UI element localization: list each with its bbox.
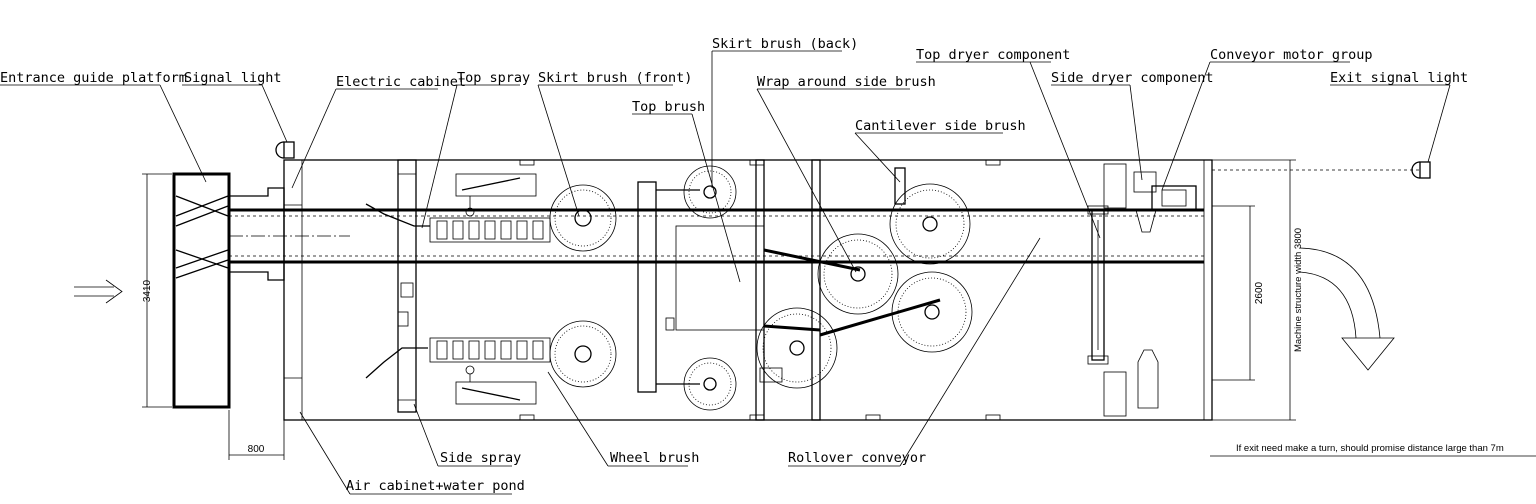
side-spray-bracket-upper <box>455 173 537 217</box>
dimension-800 <box>228 410 285 460</box>
skirt-brush-front-upper <box>549 184 617 252</box>
machine-frame <box>283 159 1213 421</box>
air-cabinet <box>283 159 303 421</box>
exit-turn-arrow <box>1299 247 1395 371</box>
label-electric-cabinet: Electric cabinet <box>336 74 466 90</box>
side-dryer-upper <box>1103 163 1157 233</box>
dimension-2600 <box>1212 205 1255 381</box>
label-top-dryer-component: Top dryer component <box>916 47 1070 63</box>
label-skirt-brush-back: Skirt brush (back) <box>712 36 858 52</box>
entrance-ramp <box>229 187 285 281</box>
entrance-guide-platform <box>172 172 231 409</box>
cantilever-side-brush-lower <box>891 271 973 353</box>
label-conveyor-motor-group: Conveyor motor group <box>1210 47 1373 63</box>
dimension-3410 <box>142 173 172 408</box>
label-cantilever-side-brush: Cantilever side brush <box>855 118 1026 134</box>
label-air-cabinet-water-pond: Air cabinet+water pond <box>346 478 525 494</box>
skirt-brush-front-lower <box>549 320 617 388</box>
dimension-2600-label: 2600 <box>1254 281 1265 304</box>
label-wrap-around-side-brush: Wrap around side brush <box>757 74 936 90</box>
label-top-spray: Top spray <box>457 70 530 86</box>
spray-pipes <box>365 203 430 379</box>
top-spray-rollers-lower <box>429 337 551 363</box>
wrap-around-gantry <box>755 159 941 421</box>
label-signal-light: Signal light <box>184 70 282 86</box>
label-rollover-conveyor: Rollover conveyor <box>788 450 926 466</box>
wrap-around-side-brush-upper <box>817 233 899 315</box>
label-skirt-brush-front: Skirt brush (front) <box>538 70 692 86</box>
exit-signal-light <box>1212 161 1431 179</box>
top-spray-rollers-upper <box>429 217 551 243</box>
skirt-brush-back-lower <box>683 357 737 411</box>
label-top-brush: Top brush <box>632 99 705 115</box>
cantilever-side-brush-upper <box>889 167 971 265</box>
leader-lines <box>0 50 1451 495</box>
signal-light <box>275 141 295 159</box>
entry-direction-arrow <box>74 279 123 304</box>
label-entrance-guide-platform: Entrance guide platform <box>0 70 187 86</box>
spray-arch <box>397 159 417 413</box>
dimension-3800 <box>1212 159 1296 421</box>
wrap-around-side-brush-lower <box>756 307 838 389</box>
skirt-brush-back-upper <box>683 165 737 219</box>
exit-turn-note: If exit need make a turn, should promise… <box>1236 443 1504 454</box>
dimension-800-label: 800 <box>248 444 265 455</box>
conveyor-track <box>229 208 1204 264</box>
side-dryer-lower <box>1103 349 1159 417</box>
conveyor-motor-group <box>1151 185 1197 211</box>
dimension-3410-label: 3410 <box>142 279 153 302</box>
label-side-spray: Side spray <box>440 450 521 466</box>
top-brush <box>637 181 765 393</box>
label-side-dryer-component: Side dryer component <box>1051 70 1214 86</box>
label-wheel-brush: Wheel brush <box>610 450 699 466</box>
top-dryer <box>1087 205 1109 365</box>
label-exit-signal-light: Exit signal light <box>1330 70 1468 86</box>
machine-structure-width-label: Machine structure width 3800 <box>1293 228 1304 352</box>
side-spray-bracket-lower <box>455 365 537 405</box>
